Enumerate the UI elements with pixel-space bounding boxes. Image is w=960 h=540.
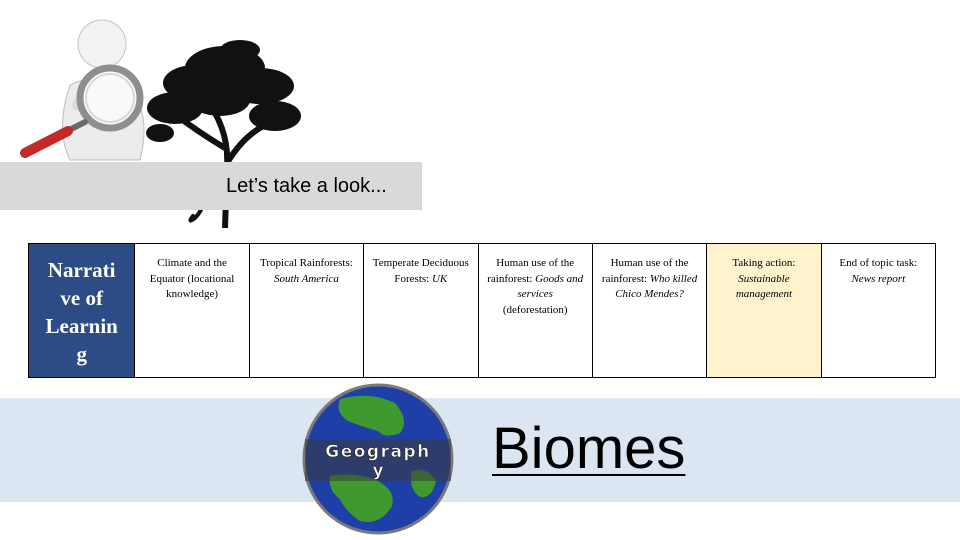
topic-text-italic: UK bbox=[431, 272, 448, 285]
magnifier-figure-image bbox=[20, 19, 145, 161]
page-title: Biomes bbox=[492, 416, 686, 481]
narrative-title-line: Narrati bbox=[47, 258, 116, 282]
topic-cell-taking-action: Taking action: Sustainable management bbox=[706, 244, 821, 377]
topic-text: Tropical Rainforests: bbox=[260, 257, 353, 269]
topic-cell-end-of-topic: End of topic task: News report bbox=[820, 244, 935, 377]
topic-cell-goods-and-services: Human use of the rainforest: Goods and s… bbox=[477, 244, 592, 377]
look-caption-bar bbox=[0, 162, 422, 210]
topic-text: Temperate Deciduous Forests: bbox=[372, 257, 469, 285]
look-caption: Let’s take a look... bbox=[226, 175, 387, 197]
narrative-table: Narrati ve of Learnin g Climate and the … bbox=[28, 243, 936, 378]
topic-text-italic: News report bbox=[851, 272, 906, 285]
topic-text: Climate and the Equator (locational know… bbox=[149, 257, 235, 300]
topic-text: Human use of the rainforest: bbox=[601, 257, 689, 285]
topic-text-italic: South America bbox=[274, 272, 339, 285]
globe-label: y bbox=[372, 461, 383, 481]
topic-text: End of topic task: bbox=[839, 257, 918, 269]
topic-text-italic: Who killed Chico Mendes? bbox=[615, 272, 698, 301]
narrative-title-line: Learnin bbox=[45, 314, 118, 338]
narrative-title-line: ve of bbox=[60, 286, 103, 310]
narrative-title: Narrati ve of Learnin g bbox=[29, 244, 135, 377]
topic-cell-chico-mendes: Human use of the rainforest: Who killed … bbox=[591, 244, 706, 377]
topic-cell-tropical-rainforests: Tropical Rainforests: South America bbox=[248, 244, 363, 377]
narrative-title-line: g bbox=[76, 342, 87, 366]
topic-text: (deforestation) bbox=[502, 303, 568, 316]
topic-text: Taking action: bbox=[732, 257, 796, 269]
topic-cell-temperate-forests: Temperate Deciduous Forests: UK bbox=[363, 244, 477, 377]
tree-silhouette-image bbox=[146, 40, 301, 228]
geography-globe-logo: Geograph y bbox=[302, 383, 454, 535]
topic-text: Human use of the rainforest: bbox=[487, 257, 575, 285]
topic-cell-climate: Climate and the Equator (locational know… bbox=[134, 244, 248, 377]
title-band bbox=[0, 398, 960, 502]
topic-text-italic: Goods and services bbox=[517, 272, 584, 301]
topic-text-italic: Sustainable management bbox=[735, 272, 793, 301]
globe-label: Geograph bbox=[325, 442, 430, 462]
